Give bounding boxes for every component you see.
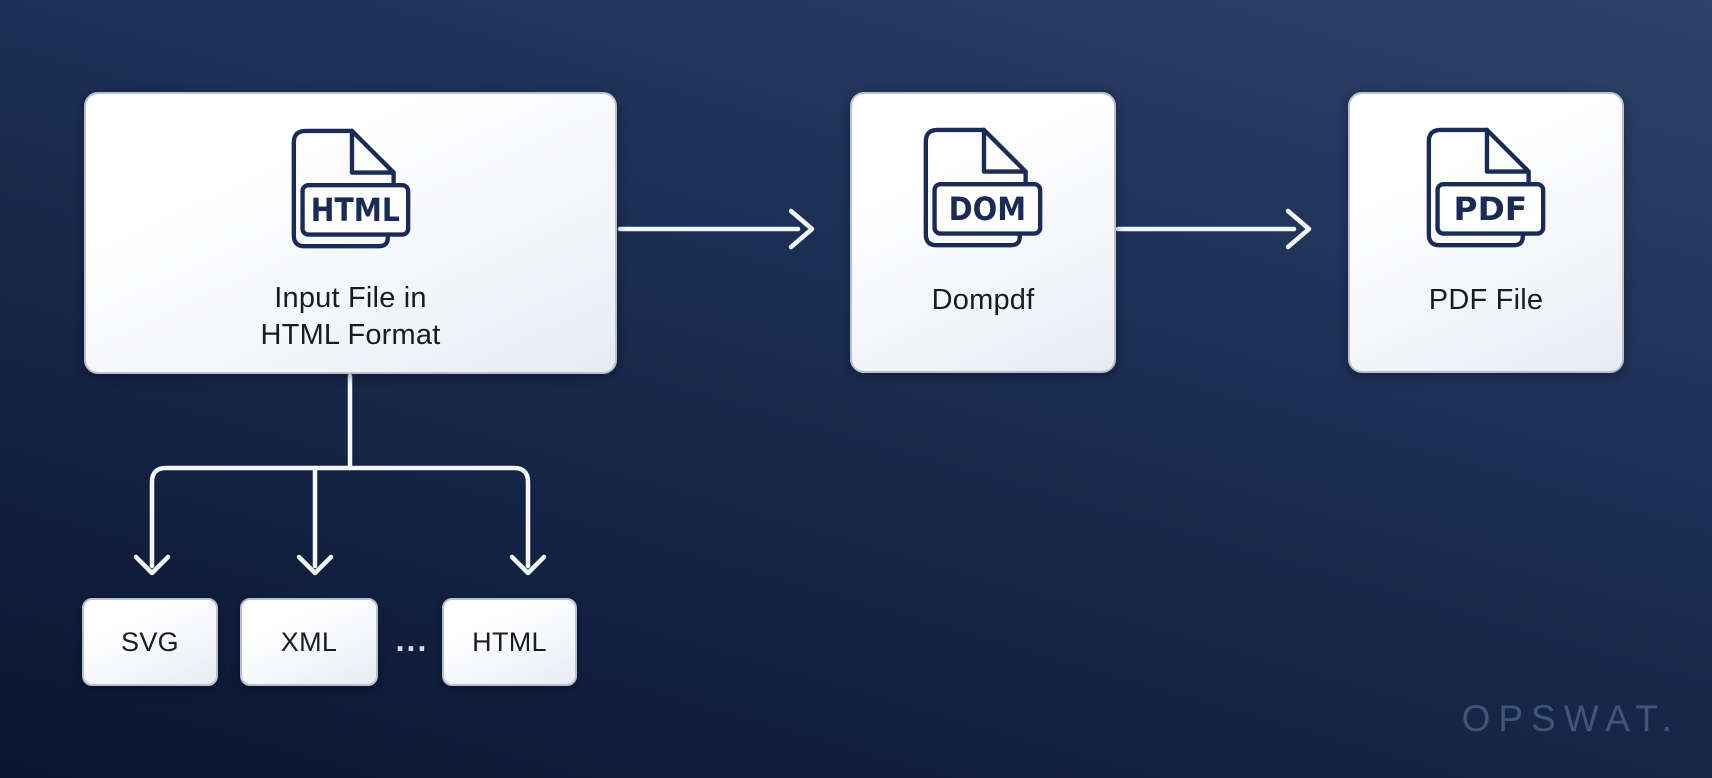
ellipsis-text: ... xyxy=(395,622,429,658)
node-dompdf: DOM Dompdf xyxy=(850,92,1116,373)
file-icon-label: PDF xyxy=(1454,190,1528,228)
format-chip-svg: SVG xyxy=(82,598,218,686)
arrowhead-down-xml xyxy=(296,554,334,576)
opswat-logo: OPSWAT. xyxy=(1461,698,1680,739)
format-chip-svg-label: SVG xyxy=(121,626,179,657)
file-icon-label: HTML xyxy=(310,191,399,229)
format-chip-html: HTML xyxy=(442,598,577,686)
file-pdf-icon: PDF xyxy=(1426,127,1546,248)
format-chip-xml-label: XML xyxy=(280,626,338,657)
file-dom-icon: DOM xyxy=(923,127,1043,248)
format-chip-html-label: HTML xyxy=(472,626,547,657)
arrowhead-right-2 xyxy=(1285,208,1312,250)
branch-rail xyxy=(149,465,531,569)
arrowhead-right-1 xyxy=(788,208,815,250)
file-html-icon: HTML xyxy=(291,128,410,249)
node-input-file: HTML Input File in HTML Format xyxy=(84,92,617,374)
node-dompdf-label: Dompdf xyxy=(931,284,1035,316)
format-chip-xml: XML xyxy=(240,598,378,686)
node-pdf-file: PDF PDF File xyxy=(1348,92,1624,373)
arrowhead-down-svg xyxy=(133,554,171,576)
node-input-file-label: Input File in HTML Format xyxy=(260,282,441,351)
arrowhead-down-html xyxy=(509,554,547,576)
file-icon-label: DOM xyxy=(949,190,1027,228)
node-pdf-file-label: PDF File xyxy=(1428,284,1544,316)
